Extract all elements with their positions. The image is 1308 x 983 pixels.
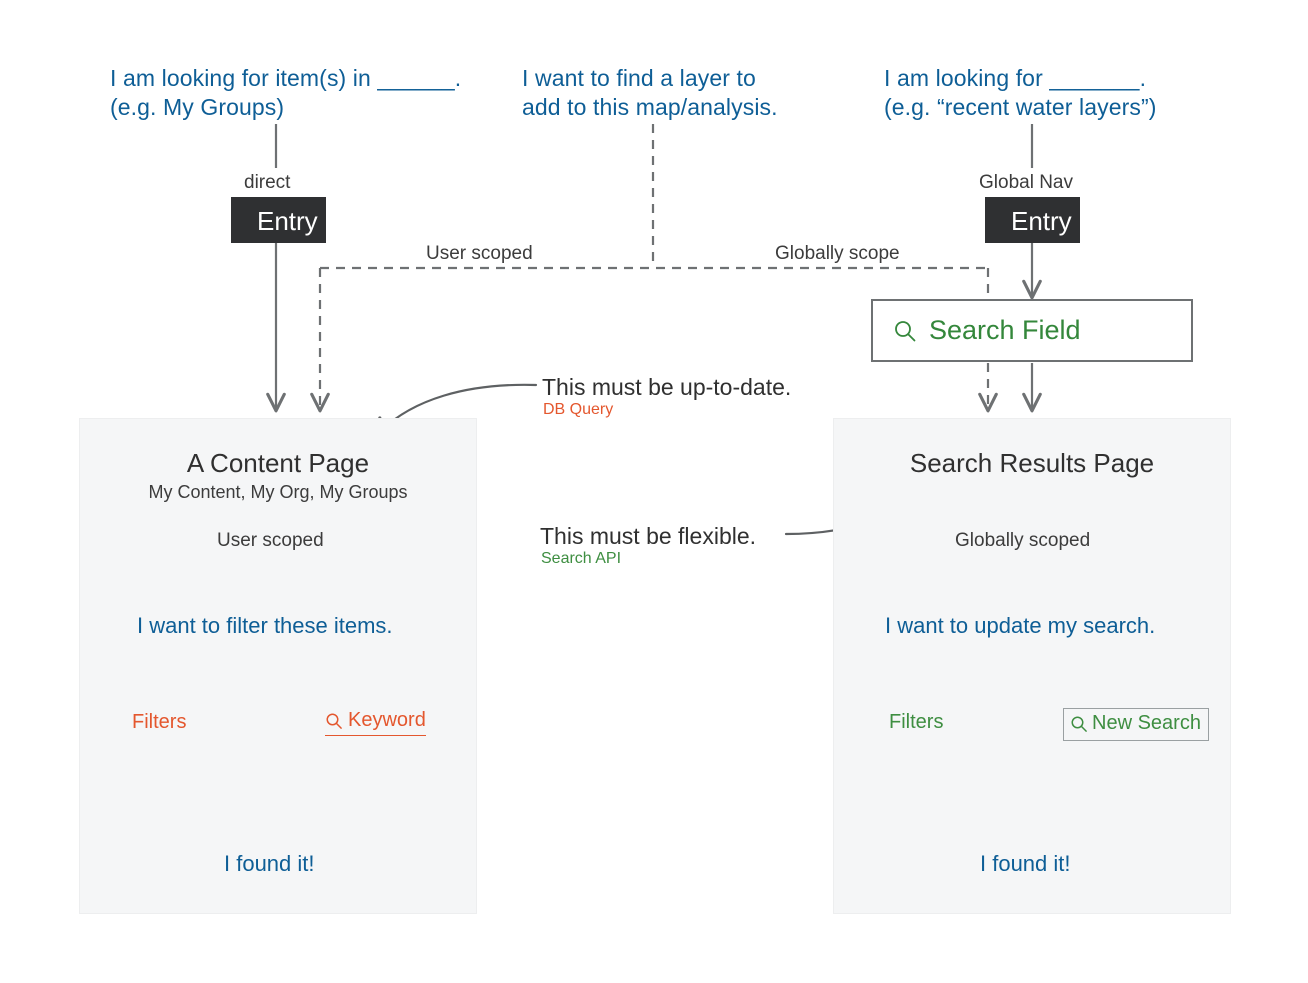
entry-left-box[interactable]: Entry	[231, 197, 326, 243]
search-icon	[893, 319, 917, 343]
content-page-subtitle: My Content, My Org, My Groups	[148, 482, 408, 502]
annotation-1-text: This must be up-to-date.	[542, 374, 792, 400]
content-page-keyword[interactable]: Keyword	[325, 709, 426, 736]
search-results-result: I found it!	[980, 851, 1071, 876]
content-page-keyword-label: Keyword	[348, 709, 426, 731]
annotation-2-text: This must be flexible.	[540, 523, 757, 549]
scope-label-global: Globally scope	[775, 243, 900, 264]
annotation-2-sublabel: Search API	[541, 550, 622, 567]
search-results-title: Search Results Page	[909, 448, 1155, 478]
search-icon	[1070, 715, 1088, 733]
content-page-filters[interactable]: Filters	[132, 711, 187, 733]
search-field[interactable]: Search Field	[871, 299, 1193, 362]
content-page-intent: I want to filter these items.	[137, 613, 393, 638]
search-icon	[325, 712, 343, 730]
entry-left-caption: direct	[244, 172, 291, 193]
search-results-scope: Globally scoped	[955, 530, 1091, 551]
question-3-line2: (e.g. “recent water layers”)	[884, 94, 1157, 120]
question-2-line2: add to this map/analysis.	[522, 94, 778, 120]
content-page-title: A Content Page	[186, 448, 370, 478]
search-results-filters[interactable]: Filters	[889, 711, 944, 733]
content-page-result: I found it!	[224, 851, 315, 876]
question-3-line1: I am looking for _______.	[884, 65, 1147, 91]
question-1-line1: I am looking for item(s) in ______.	[110, 65, 462, 91]
question-2-line1: I want to find a layer to	[522, 65, 756, 91]
search-results-new-search[interactable]: New Search	[1063, 708, 1209, 741]
question-3: I am looking for _______. (e.g. “recent …	[884, 64, 1157, 122]
question-2: I want to find a layer to add to this ma…	[522, 64, 778, 122]
annotation-1-sublabel: DB Query	[543, 401, 614, 418]
search-results-panel	[833, 418, 1231, 914]
entry-right-box[interactable]: Entry	[985, 197, 1080, 243]
content-page-panel	[79, 418, 477, 914]
search-field-label: Search Field	[929, 315, 1081, 345]
question-1: I am looking for item(s) in ______. (e.g…	[110, 64, 461, 122]
search-results-new-search-label: New Search	[1092, 712, 1201, 734]
question-1-line2: (e.g. My Groups)	[110, 94, 285, 120]
scope-label-user: User scoped	[426, 243, 533, 264]
search-results-intent: I want to update my search.	[885, 613, 1156, 638]
entry-right-caption: Global Nav	[979, 172, 1073, 193]
content-page-scope: User scoped	[217, 530, 324, 551]
